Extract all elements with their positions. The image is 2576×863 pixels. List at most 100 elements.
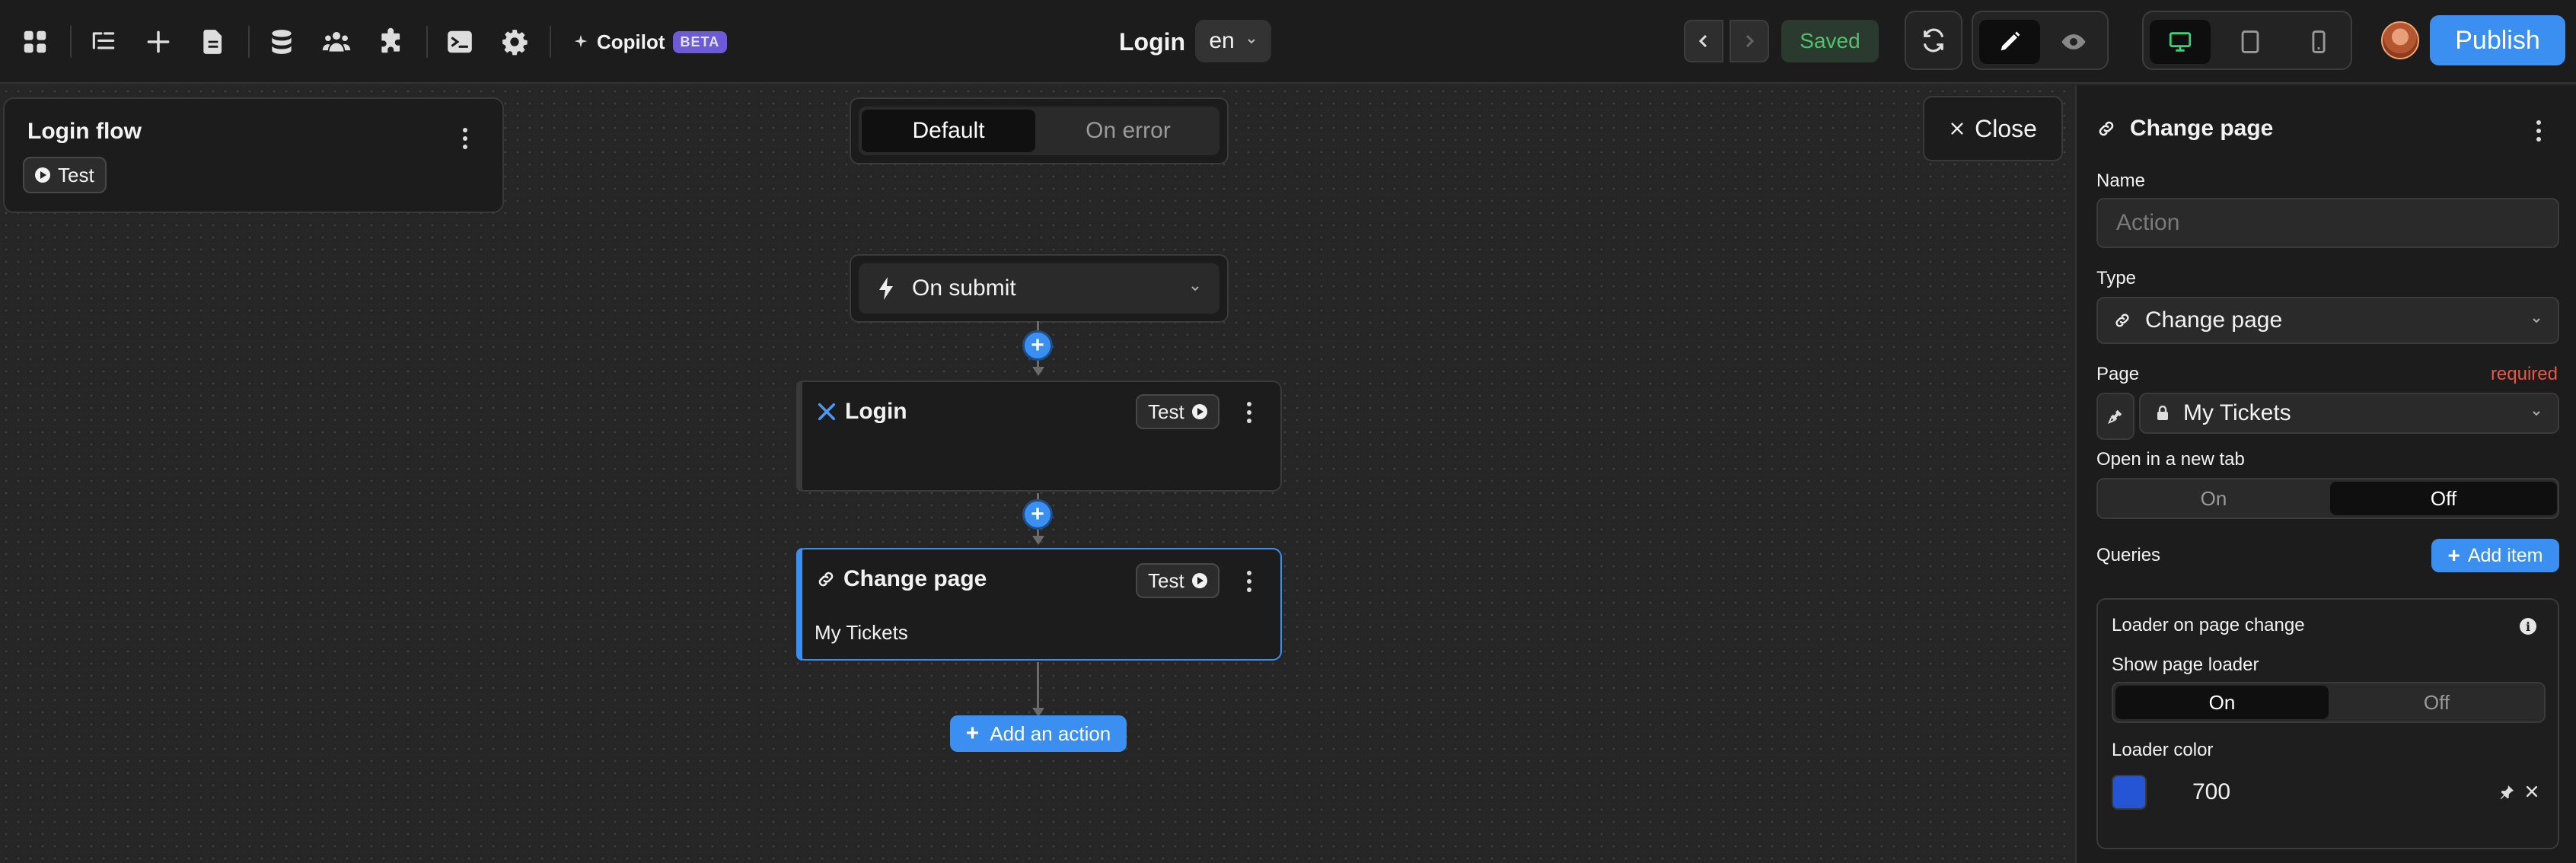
- new-tab-off-option[interactable]: Off: [2330, 482, 2557, 515]
- show-loader-label: Show page loader: [2112, 654, 2259, 675]
- language-value: en: [1209, 28, 1235, 53]
- copilot-button[interactable]: Copilot BETA: [572, 23, 728, 61]
- desktop-icon: [2167, 29, 2193, 55]
- undo-button[interactable]: [1684, 20, 1723, 62]
- eye-icon: [2061, 29, 2087, 55]
- more-vertical-icon[interactable]: [2527, 116, 2550, 146]
- edit-mode-button[interactable]: [1979, 20, 2040, 64]
- loader-title: Loader on page change: [2112, 615, 2305, 635]
- terminal-icon[interactable]: [442, 24, 478, 60]
- mode-group: [1972, 11, 2109, 70]
- preview-mode-button[interactable]: [2043, 20, 2104, 64]
- page-title: Login: [1119, 28, 1186, 56]
- node-title: Login: [845, 399, 907, 424]
- more-vertical-icon[interactable]: [454, 123, 477, 154]
- name-label: Name: [2096, 170, 2146, 191]
- tablet-view-button[interactable]: [2220, 20, 2281, 64]
- chevron-down-icon: [1189, 282, 1201, 295]
- properties-panel: Change page Name Action Type Change page…: [2075, 85, 2576, 863]
- show-loader-on-option[interactable]: On: [2115, 686, 2329, 719]
- new-tab-toggle: On Off: [2096, 478, 2559, 519]
- chevron-down-icon: [2530, 314, 2543, 326]
- gear-icon[interactable]: [496, 24, 533, 60]
- action-node-login[interactable]: Login Test: [796, 381, 1282, 492]
- new-tab-on-option[interactable]: On: [2200, 486, 2227, 510]
- type-label: Type: [2096, 268, 2137, 288]
- plus-icon: +: [2447, 543, 2460, 567]
- database-icon[interactable]: [263, 24, 300, 60]
- panel-title: Change page: [2130, 116, 2274, 141]
- saved-status: Saved: [1781, 20, 1879, 62]
- node-test-button[interactable]: Test: [1136, 563, 1219, 598]
- close-label: Close: [1975, 114, 2037, 142]
- node-test-button[interactable]: Test: [1136, 394, 1219, 429]
- page-value: My Tickets: [2183, 400, 2291, 425]
- refresh-icon: [1921, 27, 1946, 53]
- clear-icon[interactable]: [2524, 784, 2539, 799]
- node-subtitle: My Tickets: [815, 621, 908, 644]
- more-vertical-icon[interactable]: [1238, 397, 1261, 428]
- loader-color-label: Loader color: [2112, 740, 2214, 760]
- lock-icon: [2156, 406, 2170, 421]
- device-group: [2142, 11, 2352, 70]
- action-node-change-page[interactable]: Change page Test My Tickets: [796, 548, 1282, 661]
- page-label: Page: [2096, 364, 2140, 384]
- link-icon: [816, 569, 836, 589]
- lightning-icon: [877, 277, 895, 300]
- xano-logo-icon: [816, 401, 837, 422]
- bind-button[interactable]: [2096, 393, 2134, 440]
- required-indicator: required: [2490, 364, 2558, 384]
- flow-test-label: Test: [58, 163, 94, 186]
- refresh-button[interactable]: [1906, 18, 1961, 62]
- users-icon[interactable]: [318, 24, 355, 60]
- more-vertical-icon[interactable]: [1238, 566, 1261, 597]
- node-title-row: Login: [816, 399, 907, 425]
- new-tab-label: Open in a new tab: [2096, 449, 2245, 470]
- page-select[interactable]: My Tickets: [2139, 393, 2559, 434]
- language-select[interactable]: en: [1195, 20, 1271, 62]
- chevron-down-icon: [1245, 35, 1258, 47]
- tab-default[interactable]: Default: [862, 110, 1035, 152]
- type-select[interactable]: Change page: [2096, 297, 2559, 344]
- puzzle-icon[interactable]: [373, 24, 410, 60]
- pin-icon[interactable]: [2498, 784, 2515, 801]
- name-field[interactable]: Action: [2096, 198, 2559, 248]
- flow-test-button[interactable]: Test: [23, 157, 107, 193]
- node-accent: [796, 381, 802, 492]
- workflow-canvas[interactable]: Login flow Test Default On error Close O…: [0, 85, 2075, 863]
- tree-list-icon[interactable]: [85, 24, 122, 60]
- loader-color-swatch[interactable]: [2112, 775, 2147, 810]
- connector-line: [1037, 662, 1039, 709]
- plus-icon[interactable]: [140, 24, 177, 60]
- document-icon[interactable]: [195, 24, 231, 60]
- insert-step-button[interactable]: +: [1022, 499, 1053, 530]
- chevron-left-icon: [1694, 32, 1713, 50]
- play-icon: [1191, 404, 1207, 419]
- desktop-view-button[interactable]: [2150, 20, 2211, 64]
- insert-step-button[interactable]: +: [1022, 330, 1053, 361]
- tab-on-error[interactable]: On error: [1086, 118, 1171, 143]
- add-action-button[interactable]: + Add an action: [950, 715, 1127, 752]
- mobile-view-button[interactable]: [2288, 20, 2349, 64]
- node-title-row: Change page: [816, 566, 987, 592]
- panel-header: Change page: [2096, 116, 2273, 142]
- add-item-button[interactable]: + Add item: [2431, 539, 2559, 572]
- trigger-select[interactable]: On submit: [850, 254, 1229, 323]
- publish-button[interactable]: Publish: [2430, 15, 2565, 65]
- copilot-label: Copilot: [597, 30, 665, 53]
- close-button[interactable]: Close: [1923, 96, 2063, 161]
- flow-card: Login flow Test: [3, 97, 504, 213]
- beta-badge: BETA: [672, 30, 728, 53]
- info-icon[interactable]: i: [2520, 618, 2536, 635]
- sparkle-icon: [572, 33, 589, 50]
- redo-button[interactable]: [1730, 20, 1769, 62]
- connector-arrow: [1032, 536, 1044, 545]
- show-loader-off-option[interactable]: Off: [2423, 690, 2450, 714]
- show-loader-toggle: On Off: [2112, 682, 2546, 723]
- grid-icon[interactable]: [17, 24, 53, 60]
- loader-color-value[interactable]: 700: [2192, 779, 2231, 804]
- connector-arrow: [1032, 367, 1044, 376]
- avatar[interactable]: [2381, 21, 2419, 59]
- plus-icon: +: [965, 721, 980, 746]
- pencil-icon: [1997, 29, 2023, 55]
